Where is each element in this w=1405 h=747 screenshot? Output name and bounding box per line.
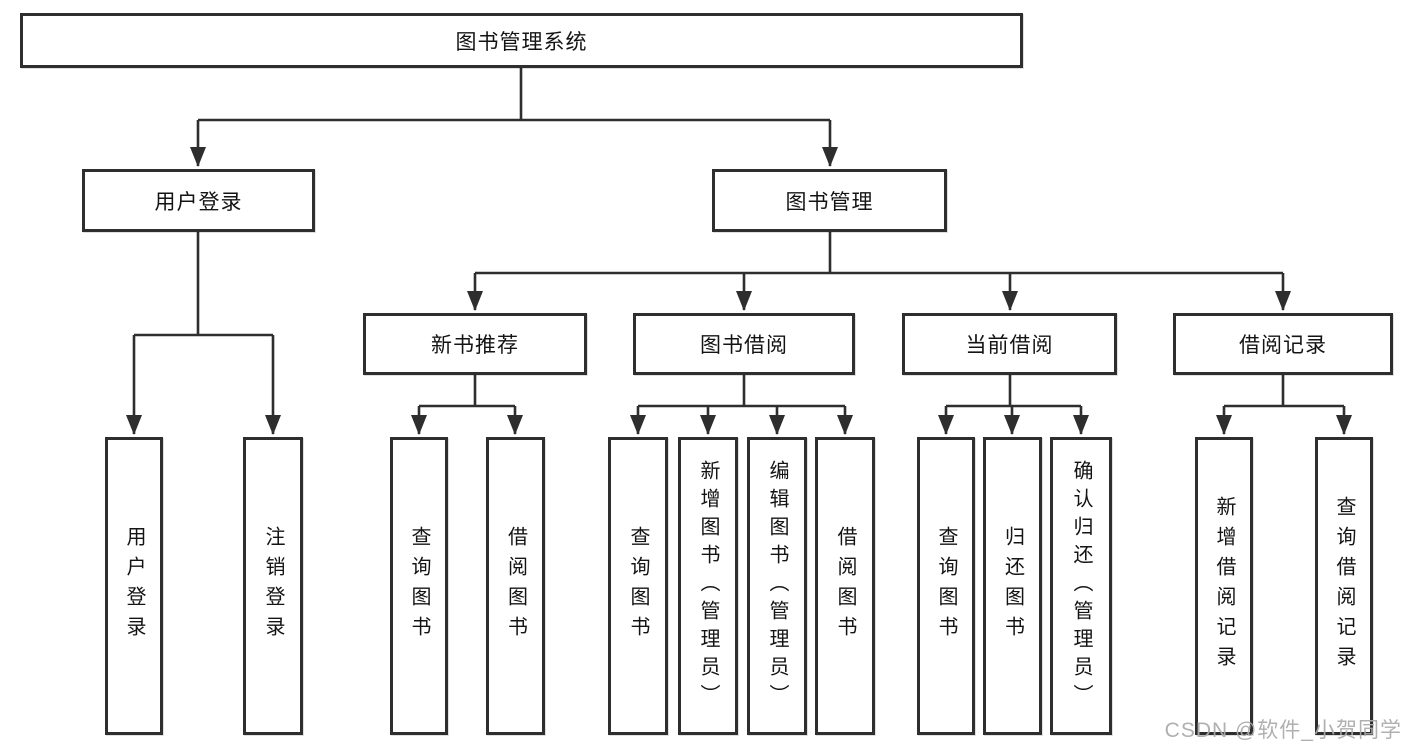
node-label: 查询图书 bbox=[627, 526, 649, 646]
connector-borrow-records-bus bbox=[1224, 375, 1344, 408]
node-label: 注销登录 bbox=[262, 526, 284, 646]
connector-new-book-rec-bus bbox=[419, 375, 515, 408]
node-new-book-recommend: 新书推荐 bbox=[363, 313, 587, 375]
node-book-borrowing: 图书借阅 bbox=[633, 313, 855, 375]
node-label: 新增借阅记录 bbox=[1213, 496, 1235, 676]
leaf-add-borrow-record: 新增借阅记录 bbox=[1195, 437, 1253, 735]
node-label: 确认归还（管理员） bbox=[1070, 460, 1092, 712]
node-current-borrowing: 当前借阅 bbox=[902, 313, 1117, 375]
leaf-edit-books-admin: 编辑图书（管理员） bbox=[747, 437, 807, 735]
connector-book-mgmt-bus bbox=[475, 232, 1283, 275]
connector-current-borrow-bus bbox=[946, 375, 1081, 408]
node-label: 用户登录 bbox=[123, 526, 145, 646]
csdn-watermark: CSDN @软件_小贺同学 bbox=[1164, 719, 1402, 742]
node-label: 当前借阅 bbox=[965, 334, 1054, 357]
connector-root-bus bbox=[198, 68, 830, 122]
leaf-query-borrow-record: 查询借阅记录 bbox=[1315, 437, 1373, 735]
connector-book-borrow-bus bbox=[638, 375, 845, 408]
node-label: 归还图书 bbox=[1001, 526, 1024, 646]
node-label: 查询借阅记录 bbox=[1333, 496, 1355, 676]
node-label: 新增图书（管理员） bbox=[697, 460, 719, 712]
leaf-add-books-admin: 新增图书（管理员） bbox=[678, 437, 738, 735]
leaf-rec-query-books: 查询图书 bbox=[390, 437, 448, 735]
node-label: 图书管理 bbox=[785, 190, 874, 214]
node-borrowing-records: 借阅记录 bbox=[1173, 313, 1393, 375]
connector-user-login-bus bbox=[134, 232, 273, 337]
node-label: 编辑图书（管理员） bbox=[766, 460, 788, 712]
node-label: 借阅记录 bbox=[1239, 334, 1327, 357]
leaf-user-login: 用户登录 bbox=[105, 437, 163, 735]
leaf-borrow-query-books: 查询图书 bbox=[608, 437, 668, 735]
node-root-system: 图书管理系统 bbox=[20, 13, 1023, 68]
node-label: 查询图书 bbox=[935, 526, 957, 646]
node-label: 借阅图书 bbox=[834, 526, 856, 646]
leaf-confirm-return-admin: 确认归还（管理员） bbox=[1050, 437, 1112, 735]
node-label: 查询图书 bbox=[408, 526, 430, 646]
node-label: 图书管理系统 bbox=[455, 30, 588, 54]
node-label: 图书借阅 bbox=[700, 334, 788, 357]
node-user-login: 用户登录 bbox=[82, 169, 315, 232]
leaf-logout: 注销登录 bbox=[243, 437, 303, 735]
leaf-borrow-books: 借阅图书 bbox=[815, 437, 875, 735]
leaf-rec-borrow-books: 借阅图书 bbox=[486, 437, 545, 735]
node-book-management: 图书管理 bbox=[712, 169, 947, 232]
leaf-current-query-books: 查询图书 bbox=[917, 437, 975, 735]
node-label: 借阅图书 bbox=[504, 526, 527, 646]
leaf-return-books: 归还图书 bbox=[983, 437, 1042, 735]
node-label: 新书推荐 bbox=[431, 334, 519, 357]
node-label: 用户登录 bbox=[154, 190, 243, 214]
